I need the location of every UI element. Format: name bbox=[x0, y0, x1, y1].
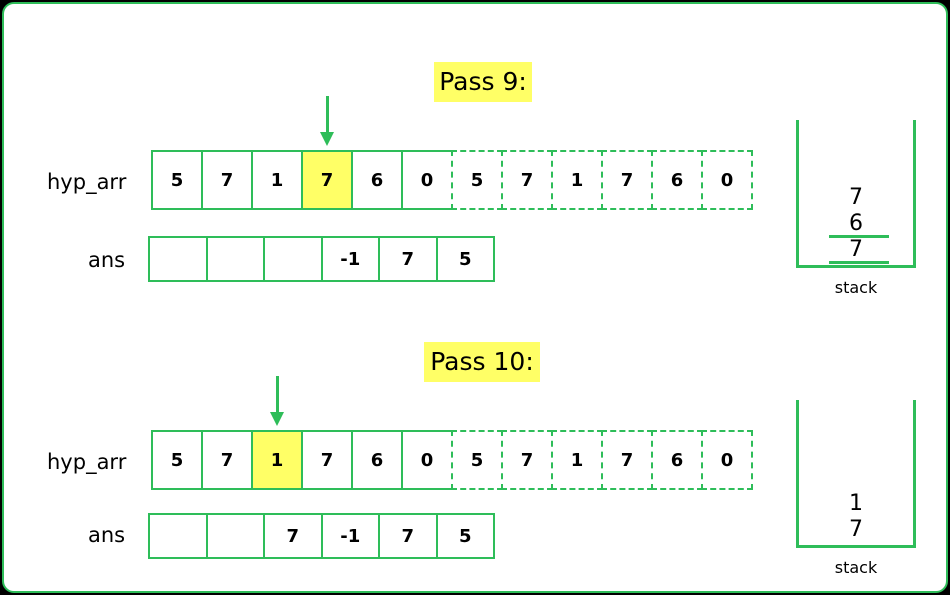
hyp-arr-label: hyp_arr bbox=[47, 450, 127, 474]
stack-label: stack bbox=[834, 278, 878, 297]
stack-item: 1 bbox=[849, 491, 863, 516]
hyp-arr-cell: 7 bbox=[601, 150, 653, 210]
ans-cell bbox=[205, 236, 265, 282]
ans-cell bbox=[148, 236, 208, 282]
hyp-arr-cell-current: 1 bbox=[251, 430, 303, 490]
hyp-arr-cell: 6 bbox=[351, 430, 403, 490]
hyp-arr-cell: 7 bbox=[301, 430, 353, 490]
hyp-arr-label: hyp_arr bbox=[47, 170, 127, 194]
ans-cell bbox=[148, 513, 208, 559]
hyp-arr-cell: 0 bbox=[701, 430, 753, 490]
stack-item-popped: 6 bbox=[849, 211, 863, 236]
hyp-arr-cell-current: 7 bbox=[301, 150, 353, 210]
stack-item-popped: 7 bbox=[849, 237, 863, 262]
ans-cell: 5 bbox=[435, 513, 495, 559]
pass-title: Pass 9: bbox=[434, 62, 532, 102]
ans-cell bbox=[263, 236, 323, 282]
ans-cell bbox=[205, 513, 265, 559]
hyp-arr-cell: 5 bbox=[451, 150, 503, 210]
hyp-arr-cell: 1 bbox=[551, 430, 603, 490]
hyp-arr-cell: 7 bbox=[201, 430, 253, 490]
ans-label: ans bbox=[88, 523, 126, 547]
hyp-arr-cell: 7 bbox=[601, 430, 653, 490]
ans-cell: 7 bbox=[378, 236, 438, 282]
hyp-arr-cell: 7 bbox=[501, 150, 553, 210]
hyp-arr-cell: 5 bbox=[151, 430, 203, 490]
ans-cell: 7 bbox=[263, 513, 323, 559]
pass-title: Pass 10: bbox=[424, 342, 540, 382]
hyp-arr-cell: 6 bbox=[651, 430, 703, 490]
strike-line bbox=[829, 261, 889, 264]
ans-label: ans bbox=[88, 248, 126, 272]
hyp-arr-cell: 7 bbox=[501, 430, 553, 490]
ans-cell: -1 bbox=[320, 236, 380, 282]
hyp-arr-cell: 6 bbox=[351, 150, 403, 210]
hyp-arr-cell: 6 bbox=[651, 150, 703, 210]
ans-cell: -1 bbox=[320, 513, 380, 559]
ans-cell: 7 bbox=[378, 513, 438, 559]
hyp-arr-cell: 0 bbox=[401, 150, 453, 210]
ans-cell: 5 bbox=[435, 236, 495, 282]
stack-item: 7 bbox=[849, 517, 863, 542]
hyp-arr-cell: 5 bbox=[451, 430, 503, 490]
hyp-arr-cell: 0 bbox=[401, 430, 453, 490]
hyp-arr-cell: 7 bbox=[201, 150, 253, 210]
stack-label: stack bbox=[834, 558, 878, 577]
hyp-arr-cell: 5 bbox=[151, 150, 203, 210]
hyp-arr-cell: 1 bbox=[251, 150, 303, 210]
hyp-arr-cell: 0 bbox=[701, 150, 753, 210]
strike-line bbox=[829, 235, 889, 238]
stack-item: 7 bbox=[849, 185, 863, 210]
hyp-arr-cell: 1 bbox=[551, 150, 603, 210]
